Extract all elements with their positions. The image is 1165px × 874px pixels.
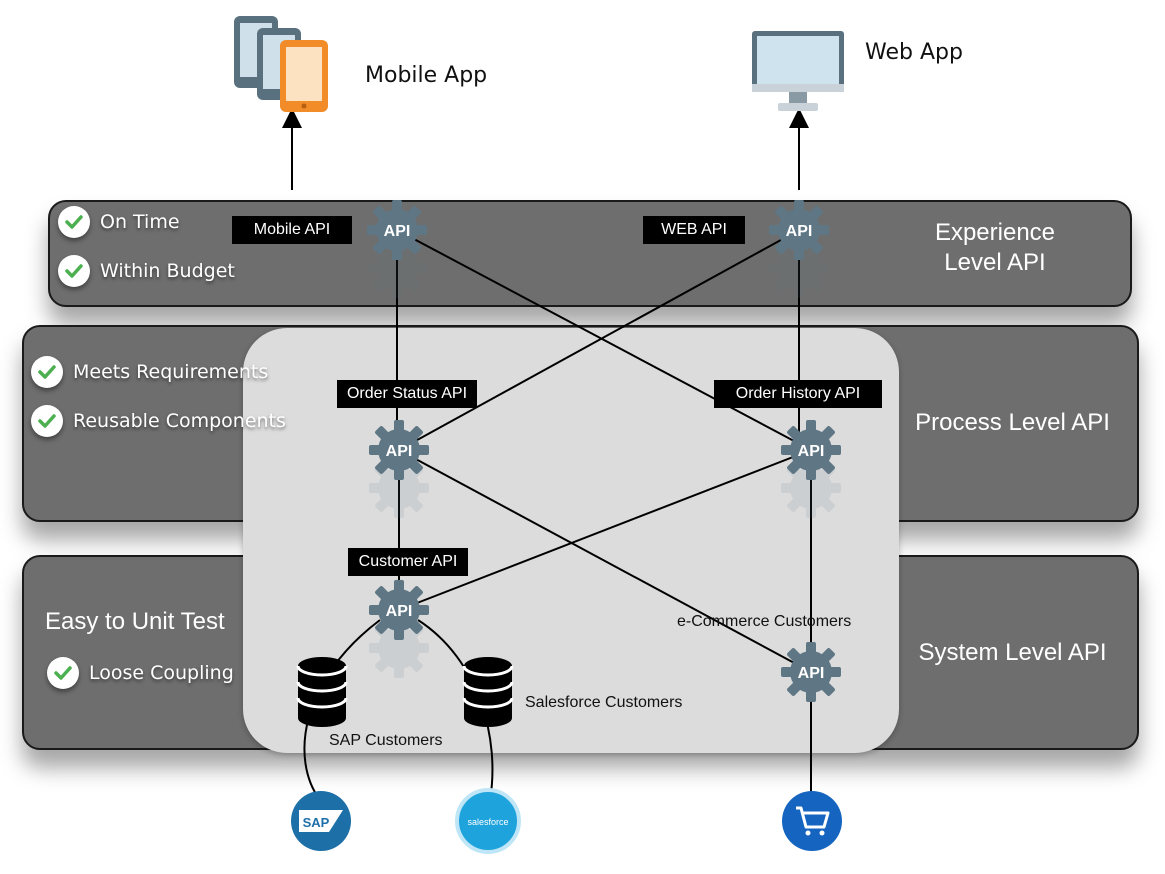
desktop-monitor-icon xyxy=(752,31,844,111)
salesforce-customers-label: Salesforce Customers xyxy=(525,694,683,711)
api-gear-order-status xyxy=(369,420,429,518)
experience-layer-label: Experience Level API xyxy=(934,219,1056,276)
api-gear-mobile xyxy=(367,200,427,298)
web-app-label: Web App xyxy=(865,40,963,65)
sap-customers-label: SAP Customers xyxy=(329,732,443,749)
benefit-within-budget: Within Budget xyxy=(58,255,235,287)
mobile-api-label: Mobile API xyxy=(232,216,352,244)
api-badge-ecommerce: API xyxy=(798,665,825,682)
benefit-on-time: On Time xyxy=(58,206,180,238)
salesforce-logo-icon: salesforce xyxy=(455,788,521,854)
api-gear-customer xyxy=(369,580,429,678)
sap-logo-icon: SAP xyxy=(291,791,351,851)
salesforce-database-icon xyxy=(462,655,514,729)
checkmark-icon xyxy=(58,206,90,238)
svg-text:salesforce: salesforce xyxy=(467,817,508,827)
api-gear-order-history xyxy=(781,420,841,518)
mobile-devices-icon xyxy=(234,16,328,112)
api-badge-mobile: API xyxy=(384,223,411,240)
shopping-cart-icon xyxy=(782,791,842,851)
sap-database-icon xyxy=(296,655,348,729)
api-badge-order-status: API xyxy=(386,443,413,460)
checkmark-icon xyxy=(31,405,63,437)
system-layer-label: System Level API xyxy=(918,639,1107,666)
customer-api-label: Customer API xyxy=(348,548,468,576)
checkmark-icon xyxy=(31,356,63,388)
api-badge-customer: API xyxy=(386,603,413,620)
checkmark-icon xyxy=(47,657,79,689)
ecommerce-customers-label: e-Commerce Customers xyxy=(677,613,852,630)
benefit-reusable-components: Reusable Components xyxy=(31,405,286,437)
web-api-label: WEB API xyxy=(643,216,745,244)
api-gear-web xyxy=(769,200,829,298)
svg-text:SAP: SAP xyxy=(303,815,330,830)
order-history-api-label: Order History API xyxy=(714,380,882,408)
easy-to-unit-test-label: Easy to Unit Test xyxy=(45,608,225,635)
order-status-api-label: Order Status API xyxy=(337,380,477,408)
api-badge-order-history: API xyxy=(798,443,825,460)
experience-layer xyxy=(48,200,1132,307)
mobile-app-label: Mobile App xyxy=(365,63,488,88)
benefit-meets-requirements: Meets Requirements xyxy=(31,356,268,388)
process-layer-label: Process Level API xyxy=(915,409,1110,436)
api-badge-web: API xyxy=(786,223,813,240)
checkmark-icon xyxy=(58,255,90,287)
benefit-loose-coupling: Loose Coupling xyxy=(47,657,234,689)
